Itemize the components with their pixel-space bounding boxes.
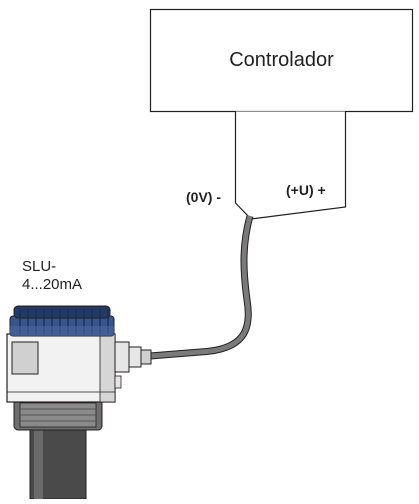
- sensor-device: [6, 305, 152, 500]
- sensor-cap: [9, 305, 115, 337]
- cable-gland: [114, 341, 152, 373]
- signal-cable: [149, 215, 254, 360]
- controller-box: [149, 8, 414, 113]
- sensor-thread: [13, 399, 103, 431]
- controller-title: Controlador: [229, 49, 334, 71]
- sensor-label-plate: [11, 341, 39, 375]
- device-name-label: SLU- 4...20mA: [22, 258, 82, 294]
- terminal-block: [234, 111, 347, 220]
- device-name-line1: SLU-: [22, 258, 57, 275]
- device-name-line2: 4...20mA: [22, 276, 83, 293]
- terminal-negative-label: (0V) -: [186, 189, 221, 205]
- terminal-positive-label: (+U) +: [286, 182, 326, 198]
